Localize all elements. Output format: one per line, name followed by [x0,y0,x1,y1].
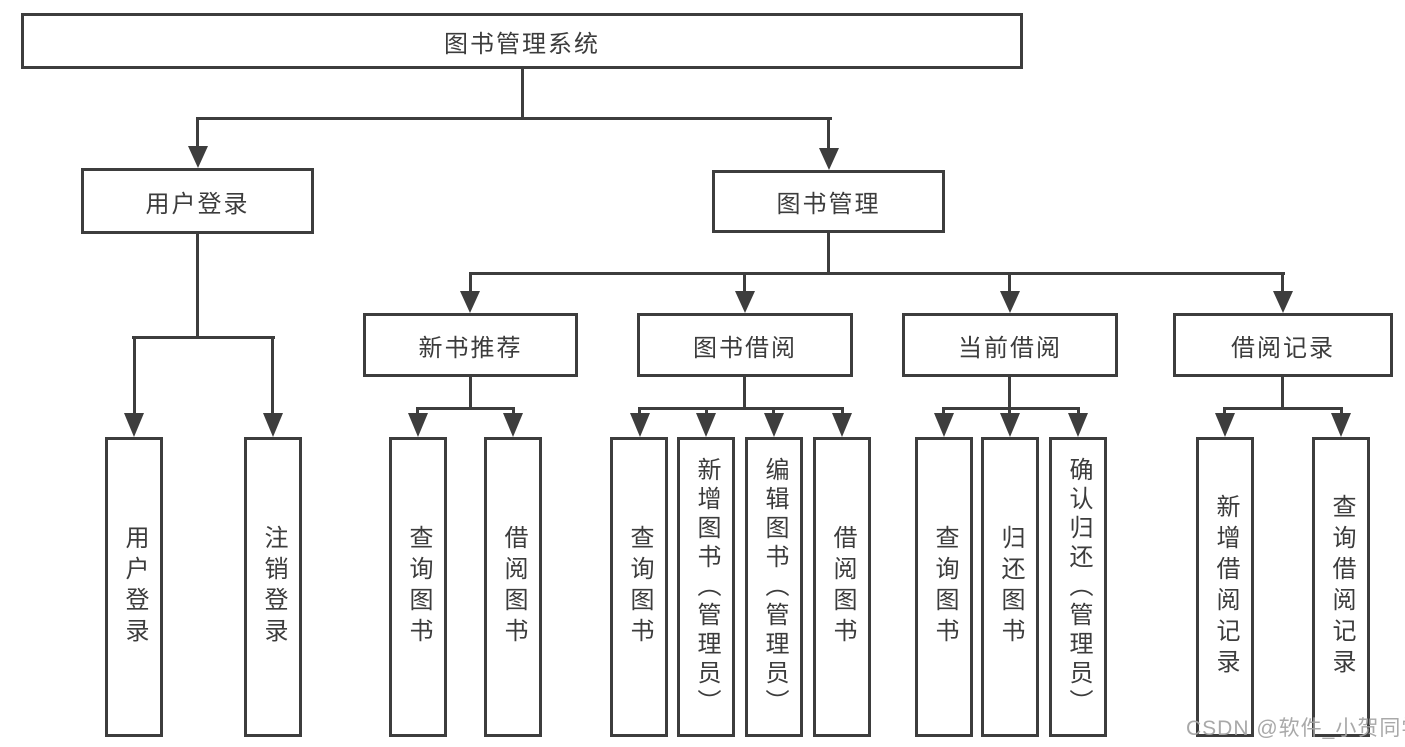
connector-line [469,272,472,292]
connector-line [1223,407,1226,415]
leaf-label: 用户登录 [121,525,148,649]
connector-line [638,407,844,410]
connector-line [1008,407,1011,415]
leaf-label: 新增图书（管理员） [693,456,720,718]
connector-line [772,407,775,415]
arrowhead-icon [124,413,144,437]
node-new-book-recommend: 新书推荐 [363,313,578,377]
leaf-label: 注销登录 [260,525,287,649]
arrowhead-icon [1273,291,1293,313]
node-book-borrow-label: 图书借阅 [693,334,797,362]
node-user-login-label: 用户登录 [145,190,250,218]
leaf-query-borrow-record: 查询借阅记录 [1312,437,1370,737]
connector-line [196,117,832,120]
connector-line [841,407,844,415]
connector-line [1340,407,1343,415]
connector-line [743,377,746,410]
connector-line [1281,272,1284,292]
node-new-book-recommend-label: 新书推荐 [418,334,523,362]
connector-line [1281,377,1284,410]
connector-line [1008,377,1011,410]
arrowhead-icon [1068,413,1088,437]
connector-line [743,272,746,292]
connector-line [827,119,830,149]
node-current-borrow-label: 当前借阅 [958,334,1062,362]
arrowhead-icon [263,413,283,437]
node-book-management-label: 图书管理 [776,191,881,218]
arrowhead-icon [503,413,523,437]
arrowhead-icon [832,413,852,437]
arrowhead-icon [934,413,954,437]
arrowhead-icon [819,148,839,170]
csdn-watermark: CSDN @软件_小贺同学 [1186,717,1405,740]
arrowhead-icon [1000,413,1020,437]
leaf-borrow-books-2: 借阅图书 [813,437,871,737]
connector-line [196,234,199,336]
leaf-label: 新增借阅记录 [1212,494,1239,680]
connector-line [1008,272,1011,292]
node-borrow-records: 借阅记录 [1173,313,1393,377]
leaf-label: 借阅图书 [500,525,527,649]
arrowhead-icon [1215,413,1235,437]
leaf-label: 借阅图书 [829,525,856,649]
connector-line [469,272,1285,275]
connector-line [196,119,199,147]
leaf-edit-books-admin: 编辑图书（管理员） [745,437,803,737]
arrowhead-icon [630,413,650,437]
connector-line [942,407,945,415]
leaf-borrow-books-1: 借阅图书 [484,437,542,737]
connector-line [512,407,515,415]
connector-line [416,407,419,415]
arrowhead-icon [735,291,755,313]
connector-line [521,69,524,119]
leaf-label: 查询图书 [626,525,653,649]
connector-line [271,336,274,413]
connector-line [469,377,472,410]
leaf-confirm-return-admin: 确认归还（管理员） [1049,437,1107,737]
node-root: 图书管理系统 [21,13,1023,69]
arrowhead-icon [408,413,428,437]
leaf-add-books-admin: 新增图书（管理员） [677,437,735,737]
connector-line [942,407,1080,410]
leaf-query-books-2: 查询图书 [610,437,668,737]
arrowhead-icon [1331,413,1351,437]
node-borrow-records-label: 借阅记录 [1231,334,1335,362]
leaf-label: 查询图书 [405,525,432,649]
arrowhead-icon [460,291,480,313]
arrowhead-icon [188,146,208,168]
leaf-label: 归还图书 [997,525,1024,649]
connector-line [132,336,275,339]
leaf-add-borrow-record: 新增借阅记录 [1196,437,1254,737]
leaf-query-books-1: 查询图书 [389,437,447,737]
leaf-logout: 注销登录 [244,437,302,737]
node-user-login: 用户登录 [81,168,314,234]
leaf-user-login: 用户登录 [105,437,163,737]
leaf-label: 查询图书 [931,525,958,649]
connector-line [638,407,641,415]
arrowhead-icon [764,413,784,437]
leaf-label: 查询借阅记录 [1328,494,1355,680]
leaf-return-books: 归还图书 [981,437,1039,737]
leaf-label: 编辑图书（管理员） [761,456,788,718]
leaf-label: 确认归还（管理员） [1065,456,1092,718]
connector-line [1223,407,1343,410]
arrowhead-icon [1000,291,1020,313]
connector-line [1077,407,1080,415]
node-book-borrow: 图书借阅 [637,313,853,377]
connector-line [133,336,136,413]
node-book-management: 图书管理 [712,170,945,233]
connector-line [416,407,515,410]
connector-line [705,407,708,415]
node-current-borrow: 当前借阅 [902,313,1118,377]
node-root-label: 图书管理系统 [444,30,600,58]
leaf-query-books-3: 查询图书 [915,437,973,737]
arrowhead-icon [696,413,716,437]
connector-line [827,233,830,274]
